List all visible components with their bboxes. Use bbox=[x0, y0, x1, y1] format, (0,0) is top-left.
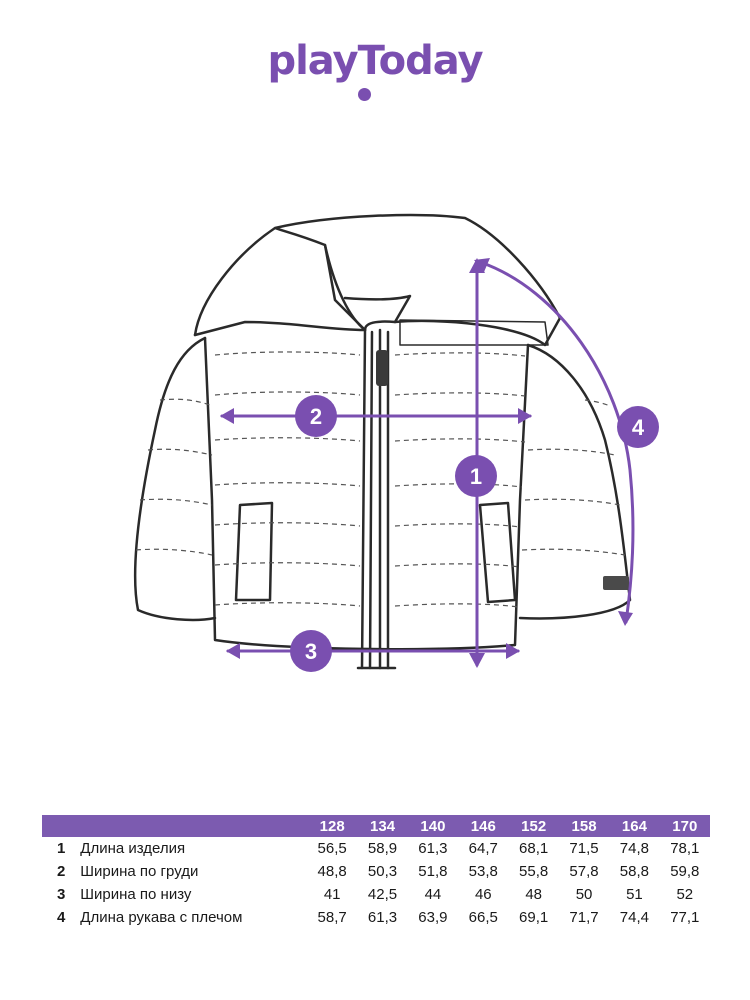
table-cell: 50 bbox=[575, 886, 593, 903]
arrow-up-icon bbox=[474, 258, 490, 272]
row-number: 3 bbox=[56, 886, 66, 903]
table-row: 4 Длина рукава с плечом 58,7 61,3 63,9 6… bbox=[42, 906, 710, 929]
brand-logo: playToday bbox=[0, 38, 750, 101]
table-cell: 59,8 bbox=[670, 863, 700, 880]
arrow-right-icon bbox=[518, 408, 532, 424]
row-label: Ширина по низу bbox=[80, 886, 192, 903]
table-cell: 48 bbox=[525, 886, 542, 903]
marker-3: 3 bbox=[290, 630, 332, 672]
table-cell: 61,3 bbox=[367, 909, 398, 926]
table-cell: 58,7 bbox=[317, 909, 347, 926]
sleeve-length-arc bbox=[478, 260, 635, 624]
arrow-left-icon bbox=[226, 643, 240, 659]
marker-4-label: 4 bbox=[632, 415, 645, 440]
brand-name: playToday bbox=[267, 38, 483, 84]
zipper-pull-icon bbox=[376, 350, 388, 386]
table-cell: 50,3 bbox=[367, 863, 398, 880]
table-cell: 64,7 bbox=[468, 840, 498, 857]
size-134: 134 bbox=[357, 815, 408, 837]
table-cell: 78,1 bbox=[670, 840, 700, 857]
size-164: 164 bbox=[609, 815, 660, 837]
table-cell: 71,5 bbox=[569, 840, 599, 857]
table-cell: 52 bbox=[676, 886, 694, 903]
marker-1-label: 1 bbox=[470, 464, 482, 489]
quilt-lines bbox=[135, 351, 626, 608]
marker-2-label: 2 bbox=[310, 404, 322, 429]
size-header-row: 128 134 140 146 152 158 164 170 bbox=[42, 815, 710, 837]
row-label: Длина изделия bbox=[80, 840, 186, 857]
table-cell: 53,8 bbox=[468, 863, 498, 880]
arrow-down-icon bbox=[618, 611, 633, 626]
table-cell: 58,9 bbox=[367, 840, 398, 857]
row-number: 4 bbox=[56, 909, 66, 926]
marker-3-label: 3 bbox=[305, 639, 317, 664]
arrow-left-icon bbox=[220, 408, 234, 424]
row-number: 2 bbox=[56, 863, 66, 880]
size-170: 170 bbox=[659, 815, 710, 837]
table-cell: 58,8 bbox=[619, 863, 649, 880]
table-cell: 41 bbox=[323, 886, 341, 903]
table-row: 2 Ширина по груди 48,8 50,3 51,8 53,8 55… bbox=[42, 860, 710, 883]
marker-1: 1 bbox=[455, 455, 497, 497]
size-152: 152 bbox=[508, 815, 559, 837]
table-cell: 56,5 bbox=[317, 840, 347, 857]
row-label: Длина рукава с плечом bbox=[80, 909, 243, 926]
logo-dot-icon bbox=[358, 88, 371, 101]
table-cell: 46 bbox=[474, 886, 492, 903]
table-cell: 71,7 bbox=[569, 909, 599, 926]
row-number: 1 bbox=[56, 840, 66, 857]
row-label: Ширина по груди bbox=[80, 863, 199, 880]
table-cell: 55,8 bbox=[519, 863, 549, 880]
arrow-heads bbox=[220, 258, 633, 668]
arrow-right-icon bbox=[506, 643, 520, 659]
size-158: 158 bbox=[558, 815, 610, 837]
table-cell: 61,3 bbox=[418, 840, 448, 857]
sleeve-tab-icon bbox=[603, 576, 629, 590]
marker-2: 2 bbox=[295, 395, 337, 437]
table-cell: 66,5 bbox=[468, 909, 498, 926]
jacket-outline bbox=[133, 213, 632, 670]
table-cell: 63,9 bbox=[418, 909, 448, 926]
table-cell: 48,8 bbox=[317, 863, 347, 880]
table-cell: 68,1 bbox=[519, 840, 549, 857]
size-140: 140 bbox=[407, 815, 459, 837]
table-cell: 51,8 bbox=[418, 863, 448, 880]
size-146: 146 bbox=[458, 815, 509, 837]
measurement-arrows bbox=[220, 260, 635, 667]
arrow-up-icon bbox=[469, 258, 485, 273]
table-cell: 69,1 bbox=[519, 909, 549, 926]
table-cell: 77,1 bbox=[670, 909, 700, 926]
arrow-down-icon bbox=[469, 653, 485, 668]
table-cell: 74,4 bbox=[619, 909, 649, 926]
table-cell: 74,8 bbox=[619, 840, 649, 857]
marker-4: 4 bbox=[617, 406, 659, 448]
size-128: 128 bbox=[306, 815, 358, 837]
size-table: 128 134 140 146 152 158 164 170 1 Длина … bbox=[42, 815, 710, 929]
table-cell: 42,5 bbox=[367, 886, 398, 903]
table-cell: 57,8 bbox=[569, 863, 599, 880]
table-cell: 44 bbox=[424, 886, 442, 903]
table-cell: 51 bbox=[626, 886, 643, 903]
table-row: 3 Ширина по низу 41 42,5 44 46 48 50 51 … bbox=[42, 883, 710, 906]
table-row: 1 Длина изделия 56,5 58,9 61,3 64,7 68,1… bbox=[42, 837, 710, 860]
